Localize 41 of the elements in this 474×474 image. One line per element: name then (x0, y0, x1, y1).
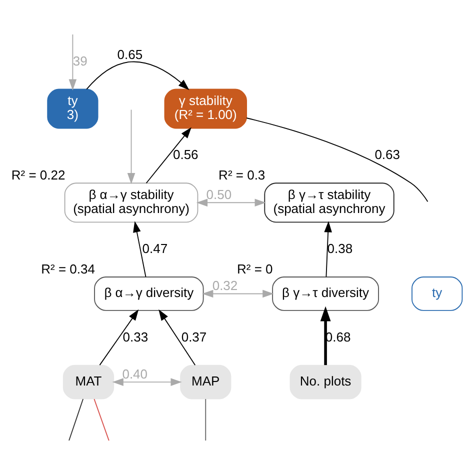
edge-label: 0.47 (142, 240, 168, 256)
arrow (146, 126, 192, 184)
arrow (112, 378, 182, 386)
edge-label: 0.50 (206, 186, 232, 202)
arrow (196, 198, 266, 206)
arrow (202, 289, 274, 298)
node-label: R² = 0.22 (11, 167, 66, 182)
node-box: ty 3) (47, 88, 98, 128)
edge-label: 0.38 (327, 240, 353, 256)
edge-label: 0.65 (117, 46, 143, 62)
node-label: R² = 0 (237, 260, 273, 276)
edge-label: 0.63 (374, 146, 400, 162)
arrow (158, 308, 196, 366)
edge-label: 0.32 (212, 278, 238, 293)
arrow (68, 33, 77, 90)
edge-label: 0.56 (172, 146, 198, 162)
arrow (133, 220, 146, 277)
node-box: MAP (180, 364, 232, 399)
node-box: β α→γ diversity (94, 276, 204, 310)
arrow (320, 306, 331, 365)
node-box: γ stability (R² = 1.00) (164, 88, 247, 128)
connector (246, 117, 428, 202)
edge-label: 0.37 (181, 328, 207, 344)
edge-label: 39 (72, 52, 88, 68)
node-box: β γ→τ diversity (272, 276, 379, 310)
node-box: β α→γ stability (spatial asynchrony) (64, 182, 198, 222)
arrow (324, 220, 332, 277)
connector (205, 398, 206, 440)
node-box: β γ→τ stability (spatial asynchrony (264, 182, 394, 222)
node-box: No. plots (290, 364, 362, 399)
arrow (86, 60, 190, 90)
edge-label: 0.33 (122, 328, 148, 344)
connector (68, 398, 84, 440)
arrow (127, 108, 136, 184)
node-label: R² = 0.3 (218, 167, 266, 182)
connector (94, 398, 110, 440)
node-box: ty (412, 276, 463, 310)
edge-label: 0.40 (122, 366, 148, 382)
node-label: R² = 0.34 (41, 260, 95, 276)
arrow (99, 308, 139, 366)
node-box: MAT (62, 364, 114, 399)
